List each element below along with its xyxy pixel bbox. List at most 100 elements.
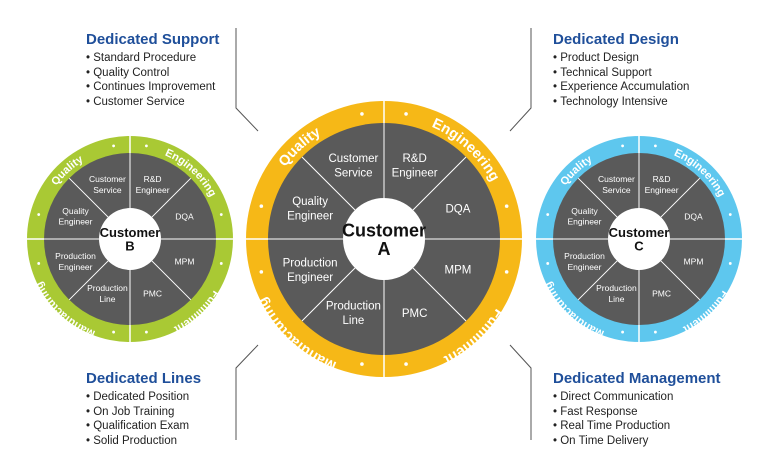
wheel-a-segment-divider	[412, 267, 467, 322]
connector-bottom-right	[509, 344, 532, 440]
dedicated-management-list: Direct Communication Fast Response Real …	[553, 390, 721, 448]
dedicated-management-title: Dedicated Management	[553, 370, 721, 387]
list-item: Dedicated Position	[86, 390, 201, 405]
dedicated-lines-title: Dedicated Lines	[86, 370, 202, 387]
list-item: Standard Procedure	[86, 51, 219, 66]
wheel-c-segment-divider	[660, 260, 701, 301]
wheel-a-ring-dot	[259, 270, 264, 274]
wheel-a-ring-dot	[360, 112, 364, 116]
dedicated-support-block: Dedicated Support Standard Procedure Qua…	[86, 30, 219, 109]
wheel-a-ring-dot	[504, 270, 509, 274]
dedicated-design-list: Product Design Technical Support Experie…	[553, 51, 689, 109]
list-item: Solid Production	[86, 434, 201, 449]
connector-top-right	[509, 28, 532, 132]
wheel-a-segment-label: DQA	[445, 203, 470, 215]
wheel-a-ring-dot	[404, 112, 408, 116]
list-item: On Job Training	[86, 405, 201, 420]
wheel-b-segment-divider	[151, 177, 192, 218]
wheel-c-segment-divider	[660, 177, 701, 218]
wheel-c-ring-dot	[654, 144, 657, 148]
wheel-b-ring-dot	[37, 213, 41, 216]
wheel-c-ring-dot	[654, 330, 657, 334]
wheel-a-hub	[343, 198, 425, 280]
connector-top-left	[235, 28, 259, 132]
list-item: Experience Accumulation	[553, 80, 689, 95]
list-item: Customer Service	[86, 95, 219, 110]
wheel-b-ring-dot	[219, 262, 223, 265]
wheel-c-segment-label: MPM	[684, 257, 704, 267]
dedicated-design-title: Dedicated Design	[553, 31, 679, 48]
wheel-c-ring-dot	[728, 262, 732, 265]
list-item: Real Time Production	[553, 419, 721, 434]
list-item: Technology Intensive	[553, 95, 689, 110]
wheel-a-segment-divider	[301, 267, 356, 322]
wheel-a-segment-divider	[301, 156, 356, 211]
list-item: Qualification Exam	[86, 419, 201, 434]
wheel-b-ring-dot	[112, 144, 115, 148]
dedicated-lines-block: Dedicated Lines Dedicated Position On Jo…	[86, 369, 201, 448]
wheel-b-ring-dot	[219, 213, 223, 216]
wheel-c-ring-dot	[546, 262, 550, 265]
dedicated-support-title: Dedicated Support	[86, 31, 220, 48]
wheel-b-hub	[99, 208, 161, 270]
dedicated-support-list: Standard Procedure Quality Control Conti…	[86, 51, 219, 109]
wheel-b-segment-divider	[151, 260, 192, 301]
list-item: Technical Support	[553, 66, 689, 81]
wheel-b-ring-dot	[37, 262, 41, 265]
connector-lines	[235, 28, 532, 440]
wheel-c-hub	[608, 208, 670, 270]
dedicated-lines-list: Dedicated Position On Job Training Quali…	[86, 390, 201, 448]
list-item: Product Design	[553, 51, 689, 66]
wheel-a-segment-label: MPM	[444, 265, 471, 277]
wheel-a-ring-dot	[404, 362, 408, 366]
wheel-b-segment-label: PMC	[143, 288, 162, 298]
wheel-b-segment-label: DQA	[175, 211, 194, 221]
wheel-c-ring-dot	[621, 330, 624, 334]
wheel-b-segment-divider	[68, 177, 109, 218]
wheel-a-segment-label: PMC	[402, 308, 428, 320]
list-item: Continues Improvement	[86, 80, 219, 95]
wheel-c-segment-label: DQA	[684, 211, 703, 221]
list-item: Quality Control	[86, 66, 219, 81]
wheel-c-ring-dot	[546, 213, 550, 216]
wheel-a-ring-dot	[259, 204, 264, 208]
list-item: Direct Communication	[553, 390, 721, 405]
dedicated-management-block: Dedicated Management Direct Communicatio…	[553, 369, 721, 448]
wheel-b-segment-divider	[68, 260, 109, 301]
connector-bottom-left	[235, 344, 259, 440]
wheel-b-ring-dot	[145, 144, 148, 148]
wheel-c-ring-dot	[621, 144, 624, 148]
wheel-c-segment-label: PMC	[652, 288, 671, 298]
dedicated-design-block: Dedicated Design Product Design Technica…	[553, 30, 689, 109]
wheel-a-ring-dot	[504, 204, 509, 208]
wheel-b-ring-dot	[145, 330, 148, 334]
wheel-a-ring-dot	[360, 362, 364, 366]
wheel-b-segment-label: MPM	[175, 257, 195, 267]
wheel-c-ring-dot	[728, 213, 732, 216]
wheel-c-segment-divider	[577, 260, 618, 301]
list-item: On Time Delivery	[553, 434, 721, 449]
list-item: Fast Response	[553, 405, 721, 420]
wheel-a-segment-divider	[412, 156, 467, 211]
wheel-b-ring-dot	[112, 330, 115, 334]
